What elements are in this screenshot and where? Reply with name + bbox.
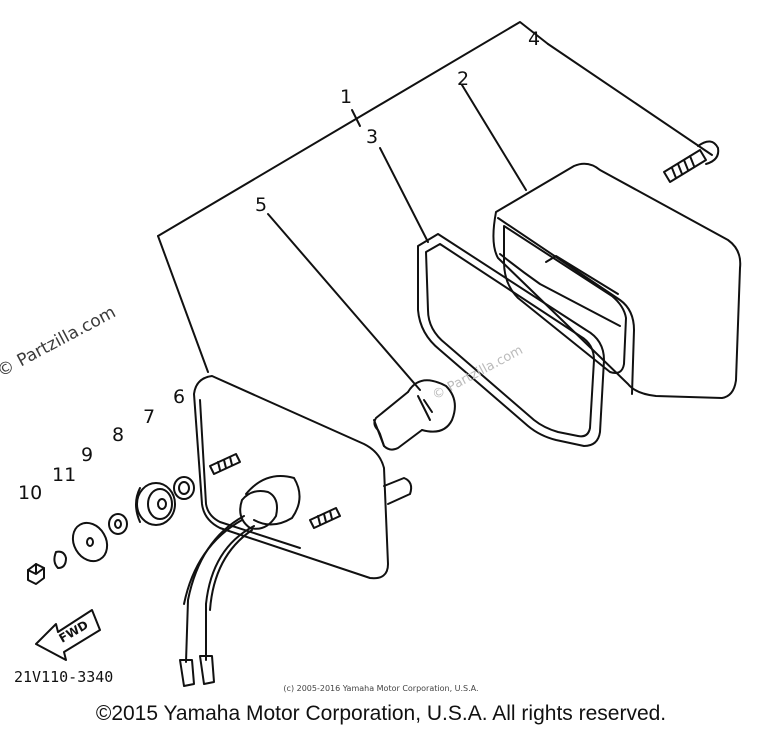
nut-10 [27,563,45,585]
washer-9 [71,521,109,563]
copyright-small: (c) 2005-2016 Yamaha Motor Corporation, … [283,684,479,693]
fwd-arrow [35,609,101,661]
gasket [417,233,605,447]
collar-8 [108,513,128,535]
lockwasher-11 [53,550,67,569]
copyright-footer: ©2015 Yamaha Motor Corporation, U.S.A. A… [95,702,667,725]
callout-5: 5 [255,194,268,216]
callout-7: 7 [143,406,156,428]
callout-6: 6 [173,386,186,408]
screw [663,140,720,183]
callout-10: 10 [18,482,43,504]
callout-2: 2 [457,68,470,90]
callout-4: 4 [528,28,541,50]
leader-lines [157,21,713,391]
grommet-7 [135,482,176,526]
callout-11: 11 [52,464,77,486]
callout-9: 9 [81,444,94,466]
callout-8: 8 [112,424,125,446]
lens-housing [492,162,742,399]
washer-6 [173,476,195,500]
callout-3: 3 [366,126,379,148]
callout-1: 1 [340,86,353,108]
base-plate [179,375,413,687]
part-code: 21V110-3340 [14,668,114,686]
bulb [373,379,456,451]
